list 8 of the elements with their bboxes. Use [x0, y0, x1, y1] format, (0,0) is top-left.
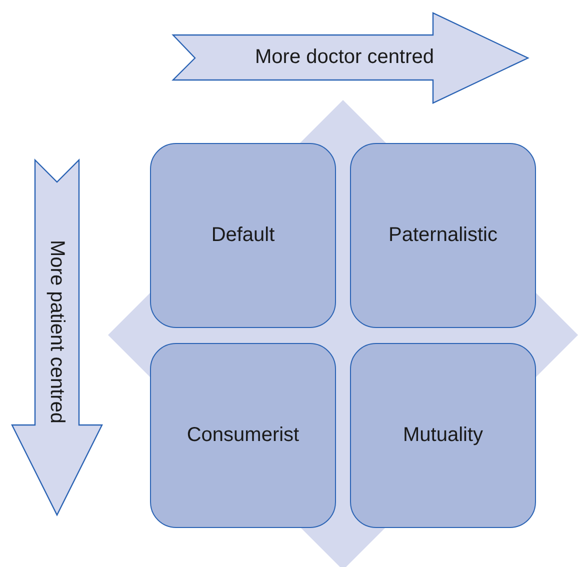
arrow-banner: [12, 160, 102, 515]
quadrant-label: Mutuality: [402, 424, 484, 447]
arrow-banner: [173, 13, 528, 103]
quadrant-label: Default: [211, 224, 275, 247]
arrow-label: More patient centred: [45, 240, 68, 424]
quadrant-label: Consumerist: [186, 424, 300, 447]
quadrant-label: Paternalistic: [388, 224, 498, 247]
arrow-label: More doctor centred: [255, 46, 434, 69]
